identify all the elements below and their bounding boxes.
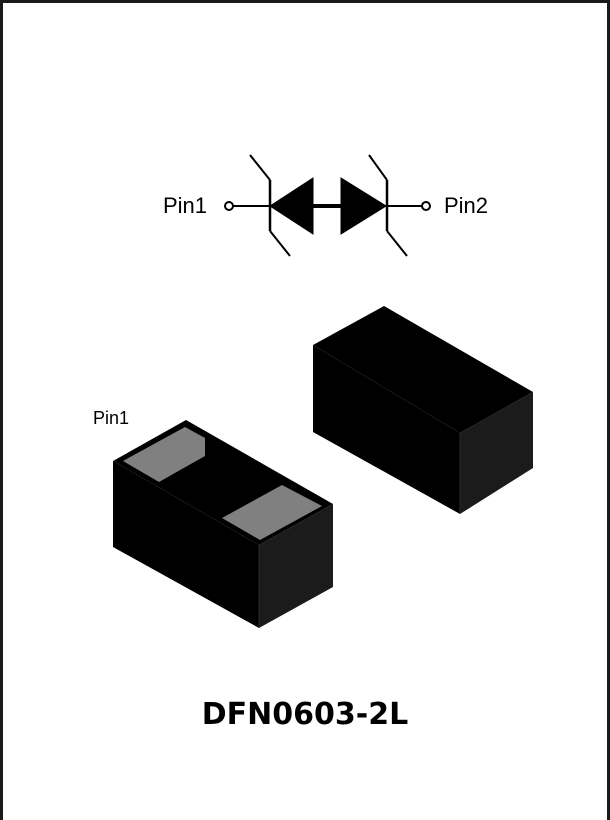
bottom-package-front-face [113,461,259,628]
left-diode-triangle [269,177,314,235]
pin2-label: Pin2 [444,193,489,218]
right-diode-triangle [340,177,387,235]
package-name: DFN0603-2L [201,697,409,732]
pin1-pad [123,427,205,482]
package-body-bottom [113,420,333,628]
left-bar-bottom-bend [269,230,291,257]
right-bar-bottom-bend [386,230,408,257]
schematic-symbol [224,154,431,257]
top-package-front-face [313,345,460,514]
pin2-pad [222,485,322,540]
top-package-top-face [313,306,533,433]
top-package-side-face [460,392,533,514]
package-body-top [313,306,533,514]
bottom-package-side-face [259,504,333,628]
pin1-marker-label: Pin1 [93,408,130,428]
pin1-label: Pin1 [163,193,208,218]
right-bar-top-bend [368,154,388,181]
left-bar-top-bend [249,154,271,181]
pin2-terminal [421,201,431,211]
pin1-terminal [224,201,234,211]
